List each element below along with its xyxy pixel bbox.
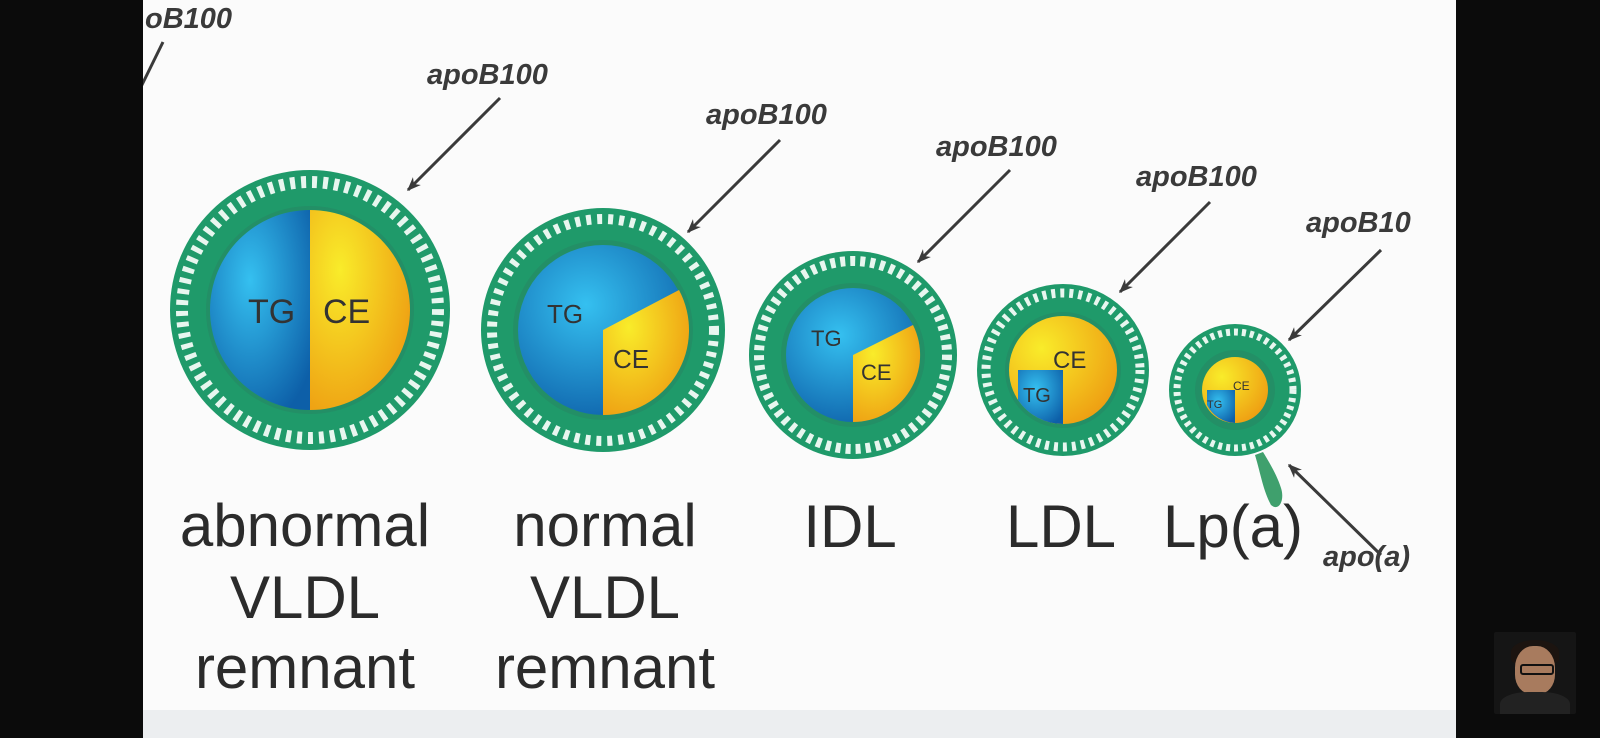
ce-label: CE	[613, 344, 649, 374]
tg-core	[1018, 370, 1063, 425]
apo-arrow-3	[916, 168, 1012, 264]
particle-name-2b: VLDL	[530, 564, 680, 631]
particle-idl: TG CE	[749, 251, 957, 459]
ce-core	[603, 290, 690, 416]
tg-label: TG	[1023, 385, 1051, 407]
slide-bottom-strip	[143, 710, 1456, 738]
particle-abnormal-vldl: TG CE	[170, 170, 450, 450]
apo-label-1: apoB100	[427, 59, 548, 91]
tg-label: TG	[811, 326, 842, 351]
ce-label: CE	[861, 360, 892, 385]
apo-arrow-1	[406, 96, 502, 192]
slide: oB100 TG CE apoB100 abnormal VLDL remnan…	[143, 0, 1456, 710]
apo-label-4: apoB100	[1136, 161, 1257, 193]
particle-name-2: normal	[513, 492, 696, 559]
apo-label-partial: oB100	[145, 3, 232, 35]
particle-name-4: LDL	[1006, 493, 1116, 560]
tg-label: TG	[248, 293, 295, 331]
particle-name-2c: remnant	[495, 634, 715, 701]
lipoprotein-diagram: oB100 TG CE apoB100 abnormal VLDL remnan…	[143, 3, 1411, 701]
particle-lpa: TG CE	[1169, 324, 1301, 508]
particle-ldl: TG CE	[977, 284, 1149, 456]
apo-label-3: apoB100	[936, 131, 1057, 163]
ce-core	[310, 210, 410, 410]
tg-label: TG	[1207, 399, 1222, 411]
ce-label: CE	[1053, 347, 1086, 374]
apo-a-arrow	[1287, 463, 1383, 557]
apo-arrow-4	[1118, 200, 1212, 294]
apo-arrow-5	[1287, 248, 1383, 342]
particle-name-1: abnormal	[180, 492, 430, 559]
particle-name-3: IDL	[803, 493, 896, 560]
presenter-body	[1500, 692, 1570, 714]
presenter-glasses	[1520, 664, 1554, 675]
shell-texture	[176, 176, 444, 444]
apo-arrow-2	[686, 138, 782, 234]
ce-core	[853, 325, 921, 423]
particle-name-1b: VLDL	[230, 564, 380, 631]
apo-a-tail	[1255, 452, 1283, 508]
presenter-thumbnail-icon[interactable]	[1494, 632, 1576, 714]
ce-label: CE	[323, 293, 370, 331]
ce-label: CE	[1233, 379, 1250, 393]
apo-a-label: apo(a)	[1323, 541, 1410, 573]
tg-core	[210, 210, 310, 410]
particle-normal-vldl: TG CE	[481, 208, 725, 452]
apo-arrow-partial	[143, 41, 165, 87]
apo-label-2: apoB100	[706, 99, 827, 131]
particle-name-5: Lp(a)	[1163, 493, 1303, 560]
particle-name-1c: remnant	[195, 634, 415, 701]
tg-core	[1207, 390, 1235, 423]
tg-label: TG	[547, 299, 583, 329]
apo-label-5: apoB10	[1306, 207, 1411, 239]
